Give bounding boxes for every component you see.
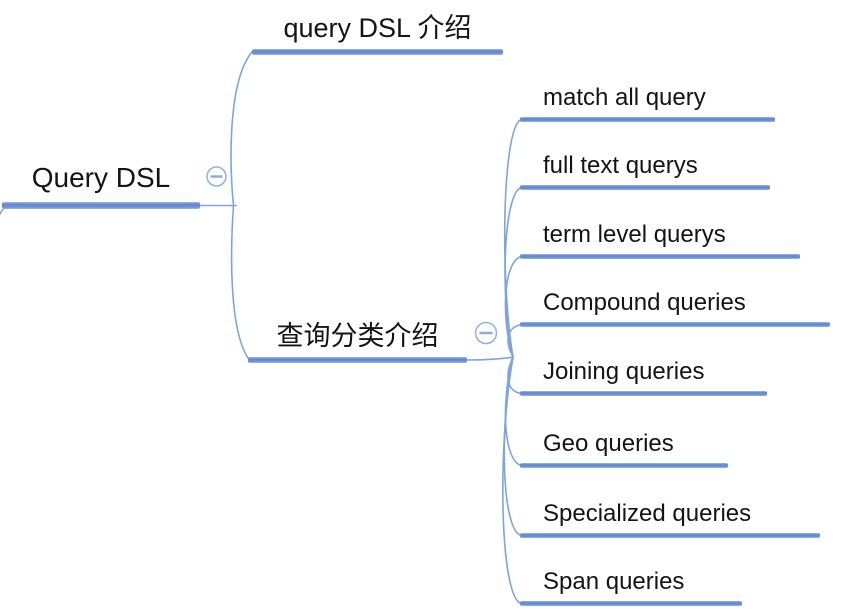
branch-node-query-dsl-intro[interactable]: query DSL 介绍 [252, 11, 503, 55]
node-underline-bar [520, 117, 775, 122]
node-underline-bar [520, 254, 800, 259]
node-underline-bar [520, 601, 742, 606]
node-label: 查询分类介绍 [276, 321, 439, 351]
curve-to-match-all-query [503, 118, 522, 358]
root-node-query-dsl[interactable]: Query DSL [2, 160, 200, 209]
child-node-joining-queries[interactable]: Joining queries [520, 357, 767, 396]
curve-to-span-queries [502, 356, 522, 605]
curve-to-query-dsl-intro [230, 51, 253, 207]
node-label: Joining queries [543, 358, 705, 385]
node-label: match all query [543, 84, 706, 111]
branch-curves [0, 51, 522, 605]
node-label: full text querys [543, 152, 698, 179]
child-node-term-level-querys[interactable]: term level querys [520, 220, 800, 259]
node-label: Geo queries [543, 430, 674, 457]
node-underline-bar [248, 357, 467, 363]
node-label: Specialized queries [543, 500, 752, 527]
node-underline-bar [520, 185, 770, 190]
child-node-match-all-query[interactable]: match all query [520, 83, 775, 122]
node-label: Compound queries [543, 289, 746, 316]
node-underline-bar [520, 463, 728, 468]
child-node-span-queries[interactable]: Span queries [520, 567, 742, 606]
node-underline-bar [252, 49, 503, 55]
child-node-geo-queries[interactable]: Geo queries [520, 429, 728, 468]
child-node-full-text-querys[interactable]: full text querys [520, 151, 770, 190]
node-label: Query DSL [31, 162, 171, 193]
curve-to-category-intro [230, 204, 250, 361]
child-node-specialized-queries[interactable]: Specialized queries [520, 499, 820, 538]
child-node-compound-queries[interactable]: Compound queries [520, 288, 830, 327]
node-underline-bar [520, 391, 767, 396]
collapse-category-children-icon[interactable] [474, 321, 498, 345]
node-label: term level querys [543, 221, 726, 248]
node-label: query DSL 介绍 [283, 13, 472, 43]
curve-to-term-level-querys [504, 255, 522, 358]
category-to-fan-connector [465, 356, 514, 361]
node-underline-bar [2, 202, 200, 209]
node-underline-bar [520, 322, 830, 327]
node-underline-bar [520, 533, 820, 538]
curve-to-compound-queries [507, 323, 522, 358]
node-label: Span queries [543, 568, 685, 595]
collapse-root-branches-icon[interactable] [206, 166, 227, 187]
branch-node-category-intro[interactable]: 查询分类介绍 [248, 319, 467, 363]
